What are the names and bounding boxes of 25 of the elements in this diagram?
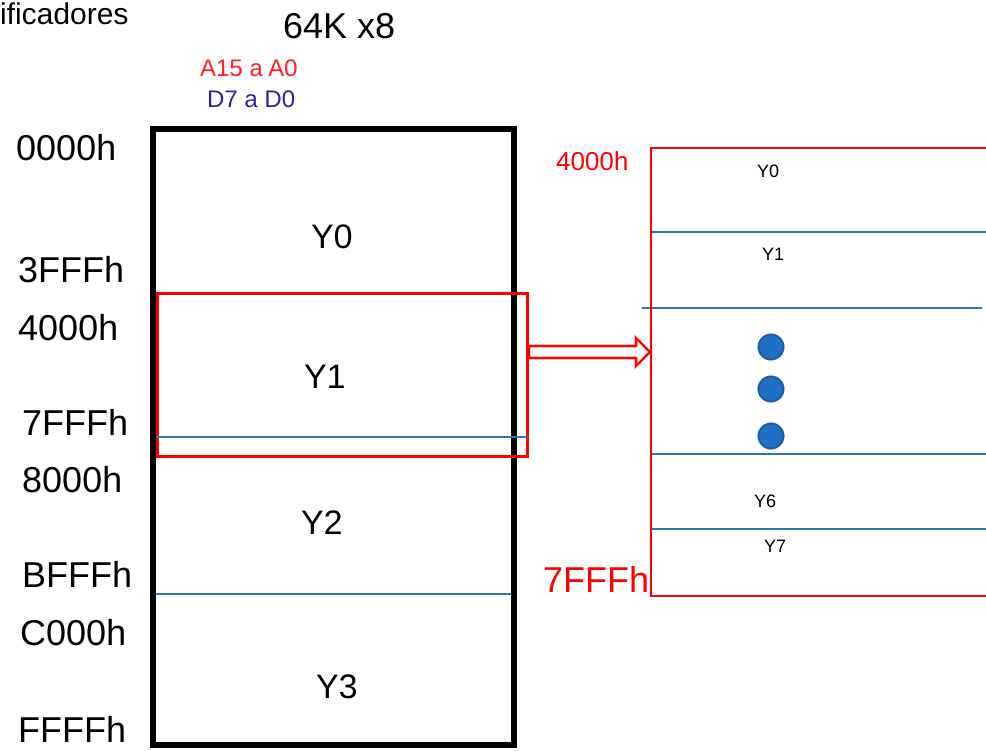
address-label: 8000h — [22, 462, 122, 498]
expanded-region-box — [650, 147, 986, 597]
address-label: 7FFFh — [543, 562, 650, 598]
region-label: Y2 — [301, 506, 343, 540]
region-label: Y7 — [764, 537, 786, 555]
region-label: Y0 — [757, 162, 780, 180]
address-label: 3FFFh — [18, 252, 124, 288]
address-label: BFFFh — [22, 557, 132, 593]
memory-size-label: 64K x8 — [283, 8, 396, 44]
block-arrow — [528, 334, 652, 370]
region-label: Y1 — [762, 245, 784, 263]
region-label: Y3 — [316, 670, 358, 704]
highlighted-memory-region — [156, 292, 529, 458]
bus-label: A15 a A0 — [200, 57, 298, 81]
address-label: C000h — [20, 615, 126, 651]
address-label: 4000h — [556, 148, 628, 174]
address-label: 4000h — [18, 310, 118, 346]
address-label: 7FFFh — [22, 405, 128, 441]
heading-text: ificadores — [0, 0, 128, 30]
region-label: Y1 — [304, 360, 346, 394]
address-label: FFFFh — [18, 712, 126, 748]
region-label: Y6 — [754, 492, 776, 510]
bus-label: D7 a D0 — [207, 88, 296, 112]
region-label: Y0 — [311, 220, 353, 254]
address-label: 0000h — [16, 130, 116, 166]
